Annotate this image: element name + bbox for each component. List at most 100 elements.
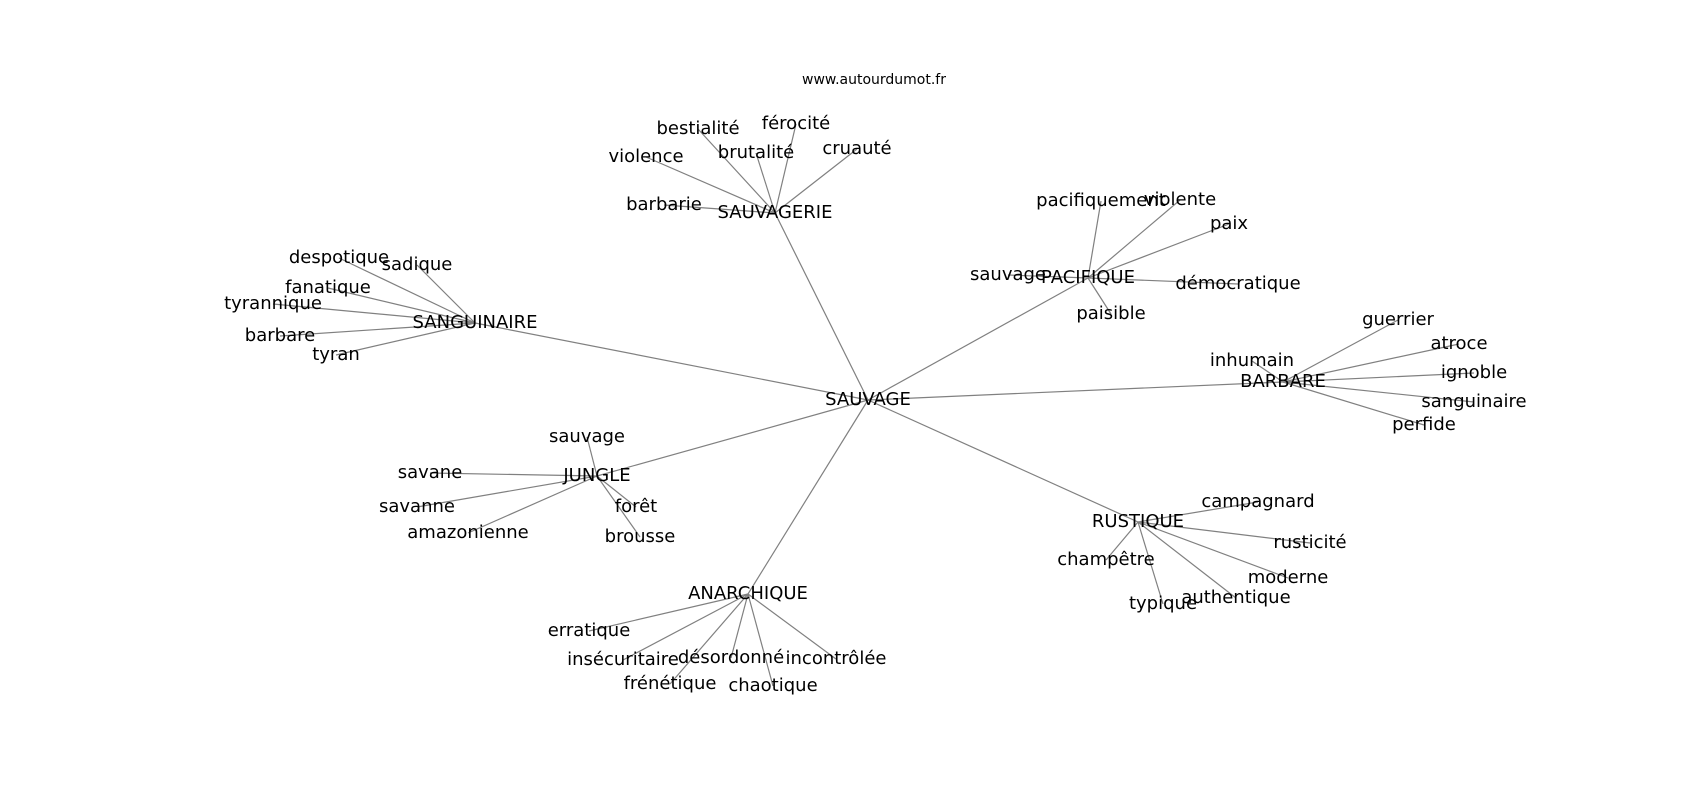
edge-sanguinaire-2 <box>327 287 476 324</box>
hub-node-sanguinaire: SANGUINAIRE <box>413 312 538 333</box>
edge-pacifique-3 <box>1007 274 1089 279</box>
leaf-node: rusticité <box>1273 532 1346 553</box>
edge-rustique-0 <box>1137 501 1259 523</box>
edge-barbare-4 <box>1282 381 1475 403</box>
leaf-node: amazonienne <box>407 522 528 543</box>
leaf-node: paix <box>1210 213 1248 234</box>
hub-node-anarchique: ANARCHIQUE <box>688 583 808 604</box>
center-node: SAUVAGE <box>825 389 911 410</box>
edge-anarchique-4 <box>669 593 749 685</box>
edge-jungle-3 <box>596 475 637 508</box>
edge-barbare-1 <box>1282 343 1460 383</box>
leaf-node: désordonné <box>678 647 784 668</box>
edge-sauvagerie-0 <box>697 128 776 214</box>
leaf-node: tyran <box>312 344 360 365</box>
edge-pacifique-2 <box>1087 223 1230 279</box>
hub-node-jungle: JUNGLE <box>562 465 630 486</box>
site-label: www.autourdumot.fr <box>802 72 946 88</box>
edge-jungle-1 <box>429 472 598 477</box>
edge-pacifique-4 <box>1087 277 1239 285</box>
hub-node-rustique: RUSTIQUE <box>1092 511 1184 532</box>
edge-rustique-4 <box>1137 521 1164 605</box>
leaf-node: violente <box>1144 189 1216 210</box>
leaf-node: campagnard <box>1201 491 1314 512</box>
hub-node-pacifique: PACIFIQUE <box>1041 267 1135 288</box>
edge-jungle-4 <box>467 475 598 534</box>
edge-barbare-3 <box>1282 372 1475 383</box>
leaf-node: tyrannique <box>224 293 322 314</box>
hub-node-sauvagerie: SAUVAGERIE <box>718 202 833 223</box>
hub-node-barbare: BARBARE <box>1240 371 1326 392</box>
edge-anarchique-2 <box>730 593 749 659</box>
leaf-node: chaotique <box>728 675 817 696</box>
leaf-node: despotique <box>289 247 389 268</box>
edge-barbare-5 <box>1282 381 1425 426</box>
leaf-node: fanatique <box>285 277 371 298</box>
edge-center-barbare <box>867 381 1284 401</box>
edge-rustique-5 <box>1137 521 1237 599</box>
edge-center-sauvagerie <box>774 212 869 401</box>
leaf-node: sanguinaire <box>1421 391 1526 412</box>
edge-sanguinaire-0 <box>338 257 476 324</box>
leaf-node: perfide <box>1392 414 1456 435</box>
leaf-node: barbare <box>245 325 315 346</box>
leaf-node: brutalité <box>718 142 794 163</box>
edge-rustique-1 <box>1137 521 1311 544</box>
leaf-node: savane <box>398 462 463 483</box>
leaf-node: forêt <box>615 496 658 517</box>
leaf-node: insécuritaire <box>567 649 679 670</box>
edge-jungle-0 <box>586 436 598 477</box>
edges-layer <box>272 123 1475 687</box>
leaf-node: guerrier <box>1362 309 1434 330</box>
edge-sanguinaire-5 <box>335 322 476 356</box>
edge-rustique-3 <box>1137 521 1289 579</box>
edge-rustique-2 <box>1105 521 1139 561</box>
edge-sanguinaire-4 <box>279 322 476 337</box>
leaf-node: sauvage <box>549 426 625 447</box>
edge-anarchique-0 <box>588 593 749 632</box>
leaf-node: sauvage <box>970 264 1046 285</box>
edge-barbare-2 <box>1251 360 1284 383</box>
leaf-node: typique <box>1129 593 1197 614</box>
edge-jungle-5 <box>596 475 641 538</box>
leaf-node: moderne <box>1248 567 1329 588</box>
edge-barbare-0 <box>1282 319 1399 383</box>
leaf-node: atroce <box>1430 333 1487 354</box>
edge-center-anarchique <box>747 399 869 595</box>
leaf-node: violence <box>608 146 683 167</box>
leaf-node: bestialité <box>656 118 739 139</box>
edge-sanguinaire-3 <box>272 303 476 324</box>
leaf-node: ignoble <box>1441 362 1507 383</box>
leaf-node: pacifiquement <box>1036 190 1166 211</box>
leaf-node: champêtre <box>1057 549 1155 570</box>
leaf-node: savanne <box>379 496 455 517</box>
edge-sauvagerie-1 <box>774 123 797 214</box>
leaf-node: frénétique <box>624 673 717 694</box>
leaf-node: férocité <box>762 113 830 134</box>
edge-sauvagerie-5 <box>663 204 776 214</box>
edge-sauvagerie-3 <box>755 152 776 214</box>
leaf-node: démocratique <box>1175 273 1300 294</box>
edge-center-sanguinaire <box>474 322 869 401</box>
edge-sanguinaire-1 <box>416 264 476 324</box>
edge-center-rustique <box>867 399 1139 523</box>
leaf-node: sadique <box>382 254 453 275</box>
leaf-node: cruauté <box>822 138 891 159</box>
edge-sauvagerie-4 <box>774 148 858 214</box>
leaf-node: authentique <box>1181 587 1290 608</box>
leaf-node: incontrôlée <box>786 648 887 669</box>
leaf-node: barbarie <box>626 194 702 215</box>
leaf-node: brousse <box>605 526 676 547</box>
leaf-node: inhumain <box>1210 350 1294 371</box>
leaf-node: paisible <box>1076 303 1145 324</box>
edge-pacifique-1 <box>1087 199 1181 279</box>
edge-pacifique-5 <box>1087 277 1112 315</box>
edge-pacifique-0 <box>1087 200 1102 279</box>
edge-anarchique-5 <box>747 593 774 687</box>
edge-center-jungle <box>596 399 869 477</box>
edge-center-pacifique <box>867 277 1089 401</box>
edge-sauvagerie-2 <box>645 156 776 214</box>
edge-anarchique-1 <box>622 593 749 661</box>
leaf-node: erratique <box>548 620 631 641</box>
